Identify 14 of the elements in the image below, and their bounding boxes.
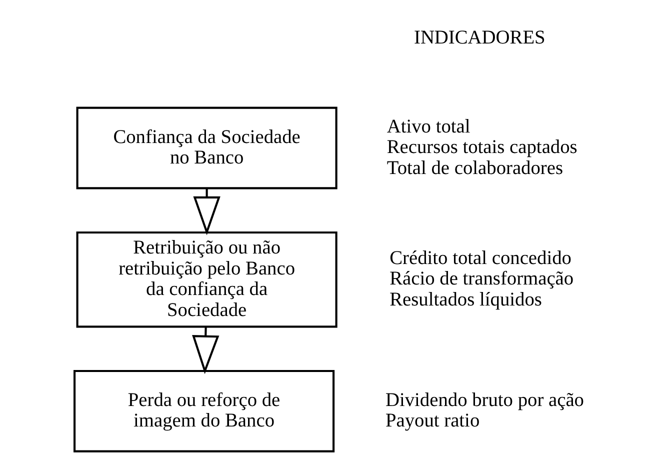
node-label: Ativo total <box>386 116 470 138</box>
arrow <box>193 188 220 236</box>
label: INDICADORES <box>414 28 546 49</box>
node-label: Rácio de transformação <box>390 268 574 290</box>
node-box: Retribuição ou não retribuição pelo Banco da confiança da Sociedade <box>76 231 338 328</box>
node-label: Total de colaboradores <box>386 158 564 179</box>
node-label: Dividendo bruto por ação <box>385 390 584 411</box>
node-box: Confiança da Sociedade no Banco <box>76 106 338 190</box>
arrow <box>192 326 220 374</box>
node-label: Recursos totais captados <box>386 137 578 158</box>
node-label: Crédito total concedido <box>390 248 572 269</box>
node-label: Resultados líquidos <box>390 289 542 310</box>
node-label: Payout ratio <box>385 410 480 432</box>
node-box: Perda ou reforço de imagem do Banco <box>74 370 335 452</box>
